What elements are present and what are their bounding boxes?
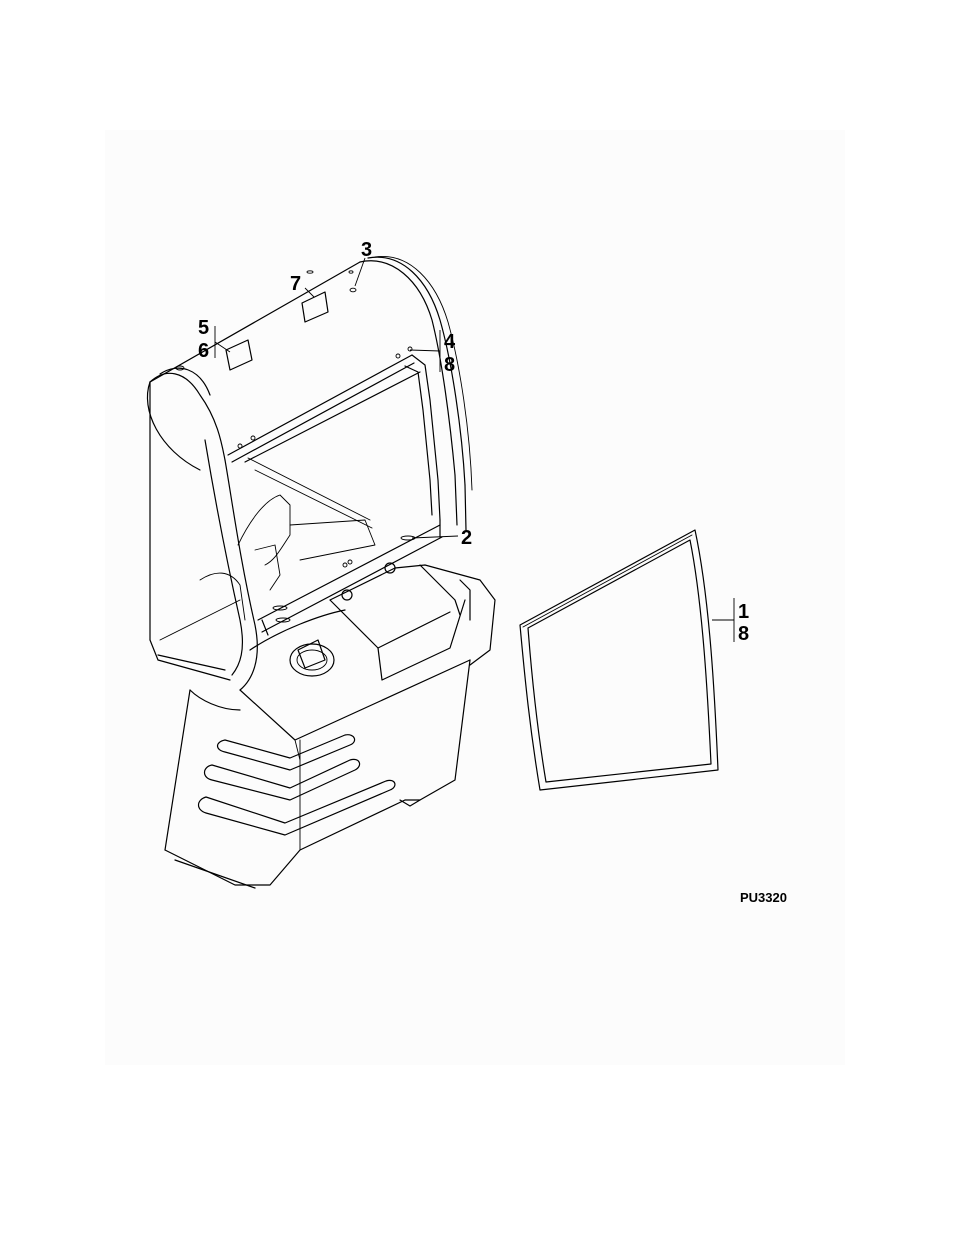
callouts: 3 7 5 6 4 8 2 1 8 PU3320 <box>198 239 787 905</box>
callout-4: 4 <box>444 331 456 353</box>
callout-8-lower: 8 <box>738 623 749 645</box>
figure-id: PU3320 <box>740 890 787 905</box>
window-frame <box>228 355 442 635</box>
callout-6: 6 <box>198 340 209 362</box>
callout-3: 3 <box>361 239 372 261</box>
callout-5: 5 <box>198 317 209 339</box>
decal-7 <box>302 292 328 322</box>
callout-7: 7 <box>290 273 301 295</box>
operator-seat <box>160 495 375 640</box>
window-glass-panel <box>520 530 718 790</box>
callout-8-upper: 8 <box>444 354 455 376</box>
console-body <box>165 563 495 888</box>
callout-1: 1 <box>738 601 749 623</box>
decal-5-6 <box>226 340 252 370</box>
decals <box>226 292 328 370</box>
callout-2: 2 <box>461 527 472 549</box>
leader-lines <box>215 258 734 642</box>
